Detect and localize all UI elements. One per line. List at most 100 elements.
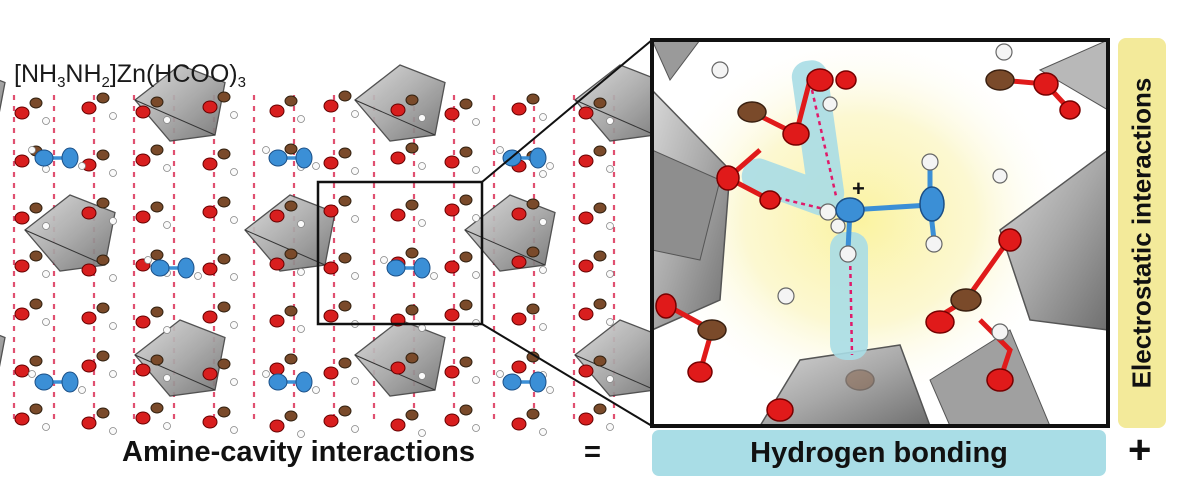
oxygen-atom <box>135 315 151 329</box>
octahedron-edge <box>24 229 106 266</box>
nitrogen-atom <box>61 147 79 169</box>
hydrogen-atom <box>163 326 171 334</box>
hydrogen-atom <box>297 325 305 333</box>
oxygen-atom <box>269 419 285 433</box>
oxygen-atom <box>202 262 218 276</box>
carbon-atom <box>405 247 419 259</box>
hydrogen-atom <box>194 272 202 280</box>
carbon-atom <box>526 351 540 363</box>
carbon-atom <box>459 194 473 206</box>
carbon-atom <box>29 202 43 214</box>
hydrogen-atom <box>42 117 50 125</box>
carbon-atom <box>217 301 231 313</box>
hydrogen-atoms <box>711 43 1013 341</box>
zn-octahedron <box>354 64 446 142</box>
carbon-atom <box>284 410 298 422</box>
hydrogen-atom <box>539 266 547 274</box>
oxygen-atom <box>511 207 527 221</box>
carbon-atom <box>96 149 110 161</box>
carbon-atom <box>405 352 419 364</box>
hydrogen-atom <box>163 374 171 382</box>
carbon-atom <box>338 357 352 369</box>
carbon-atom <box>459 404 473 416</box>
oxygen-atom <box>511 360 527 374</box>
oxygen-atom <box>81 206 97 220</box>
hydrogen-atom <box>539 218 547 226</box>
hydrogen-atom <box>297 220 305 228</box>
carbon-atom <box>96 197 110 209</box>
carbon-atom <box>284 200 298 212</box>
hydrogen-atom <box>163 116 171 124</box>
hydrogen-atom <box>42 270 50 278</box>
carbon-atom <box>459 98 473 110</box>
oxygen-atom <box>14 154 30 168</box>
carbon-atoms <box>697 69 1015 391</box>
nitrogen-atom <box>386 259 406 277</box>
oxygen-atom <box>323 414 339 428</box>
hydrogen-atom <box>472 376 480 384</box>
nitrogen-atom <box>34 373 54 391</box>
oxygen-atom <box>202 367 218 381</box>
oxygen-atom <box>323 261 339 275</box>
carbon-atom <box>593 202 607 214</box>
oxygen-atom <box>511 417 527 431</box>
carbon-atom <box>284 305 298 317</box>
oxygen-atom <box>202 157 218 171</box>
hydrogen-atom <box>42 318 50 326</box>
hydrogen-atom <box>606 375 614 383</box>
hydrogen-atom <box>539 428 547 436</box>
oxygen-atom <box>81 263 97 277</box>
nitrogen-atoms <box>835 186 945 223</box>
carbon-atom <box>29 97 43 109</box>
oxygen-atom <box>511 255 527 269</box>
hydrogen-atom <box>262 370 270 378</box>
oxygen-atom <box>390 418 406 432</box>
electrostatic-glow <box>652 40 1070 410</box>
carbon-atom <box>284 143 298 155</box>
zn-octahedron <box>0 79 6 113</box>
nitrogen-atom <box>502 373 522 391</box>
hydrogen-atom <box>472 166 480 174</box>
carbon-atom <box>593 145 607 157</box>
hydrogen-atom <box>418 219 426 227</box>
carbon-atom <box>405 142 419 154</box>
hydrogen-atom <box>546 386 554 394</box>
electrostatic-label: Electrostatic interactions <box>1126 77 1157 389</box>
hydrogen-atom <box>230 168 238 176</box>
carbon-atom <box>338 252 352 264</box>
oxygen-atom <box>81 311 97 325</box>
carbon-atom <box>150 96 164 108</box>
oxygen-atom <box>390 208 406 222</box>
carbon-atom <box>459 299 473 311</box>
hydrogen-atom <box>606 222 614 230</box>
carbon-atom <box>338 195 352 207</box>
oxygen-atom <box>202 310 218 324</box>
oxygen-atom <box>135 411 151 425</box>
hydrogen-atom <box>230 216 238 224</box>
oxygen-atom <box>135 363 151 377</box>
oxygen-atom <box>269 104 285 118</box>
electrostatic-label-box: Electrostatic interactions <box>1118 38 1166 428</box>
hydrogen-atom <box>28 370 36 378</box>
oxygen-atom <box>578 259 594 273</box>
amine-cavity-label: Amine-cavity interactions <box>122 436 475 468</box>
hydrogen-atom <box>418 324 426 332</box>
hydrogen-atom <box>418 114 426 122</box>
carbon-atom <box>217 196 231 208</box>
carbon-atom <box>284 95 298 107</box>
hydrogen-atom <box>539 323 547 331</box>
nitrogen-atom <box>295 147 313 169</box>
hydrogen-atom <box>230 426 238 434</box>
oxygen-atom <box>578 307 594 321</box>
hydrogen-atom <box>297 430 305 438</box>
hydrogen-atom <box>42 222 50 230</box>
hydrogen-atom <box>163 221 171 229</box>
compound-formula: [NH3NH2]Zn(HCOO)3 <box>14 60 246 91</box>
oxygen-atom <box>323 99 339 113</box>
hydrogen-atom <box>312 386 320 394</box>
carbon-atom <box>405 94 419 106</box>
oxygen-atom <box>511 312 527 326</box>
oxygen-atom <box>14 211 30 225</box>
oxygen-atom <box>323 309 339 323</box>
